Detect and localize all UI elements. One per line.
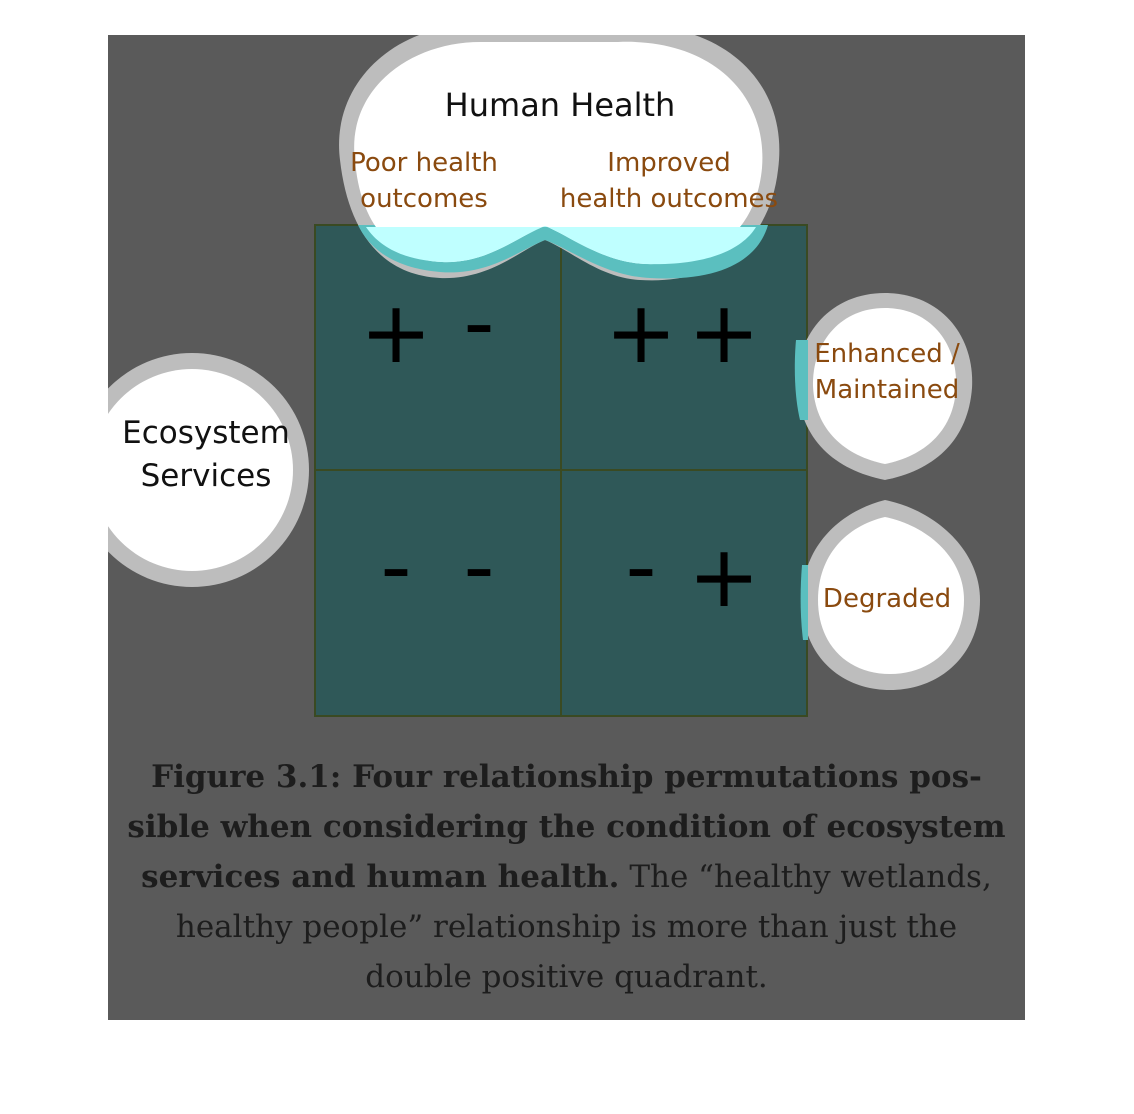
quadrant-bottom-left: [314, 469, 562, 717]
ecosystem-services-label-line2: Services: [141, 458, 272, 494]
human-health-title: Human Health: [445, 86, 676, 124]
poor-health-label-line1: Poor health: [350, 148, 498, 178]
quadrant-bottom-left-symbol-2: -: [463, 517, 494, 617]
caption-line-2: sible when considering the condition of …: [127, 809, 1006, 845]
quadrant-top-left-symbol-2: -: [463, 273, 494, 373]
poor-health-label-line2: outcomes: [360, 184, 488, 214]
caption-line-1: Figure 3.1: Four relationship permutatio…: [151, 759, 982, 795]
quadrant-top-left-symbol-1: +: [360, 283, 432, 383]
ecosystem-services-label-line1: Ecosystem: [122, 415, 290, 451]
quadrant-bottom-right: [560, 469, 808, 717]
ecosystem-services-bubble: [108, 369, 293, 571]
enhanced-label-line2: Maintained: [815, 375, 959, 405]
caption-line-3: services and human health. The “healthy …: [141, 859, 992, 895]
improved-health-label-line2: health outcomes: [560, 184, 778, 214]
enhanced-label-line1: Enhanced /: [814, 339, 960, 369]
degraded-bubble: [818, 517, 964, 674]
improved-health-label-line1: Improved: [607, 148, 730, 178]
quadrant-top-right-symbol-2: +: [688, 283, 760, 383]
quadrant-top-right-symbol-1: +: [605, 283, 677, 383]
caption-line-5: double positive quadrant.: [365, 959, 768, 995]
quadrant-bottom-left-symbol-1: -: [380, 517, 411, 617]
figure-caption: Figure 3.1: Four relationship permutatio…: [108, 752, 1025, 1002]
caption-line-4: healthy people” relationship is more tha…: [175, 909, 958, 945]
degraded-bubble-overlap: [800, 565, 808, 640]
enhanced-bubble: [812, 308, 957, 464]
degraded-label: Degraded: [823, 584, 951, 614]
quadrant-bottom-right-symbol-1: -: [625, 517, 656, 617]
quadrant-bottom-right-symbol-2: +: [688, 527, 760, 627]
human-health-bubble: [354, 41, 763, 265]
enhanced-bubble-overlap: [794, 340, 808, 420]
human-health-overlap: [366, 226, 756, 265]
